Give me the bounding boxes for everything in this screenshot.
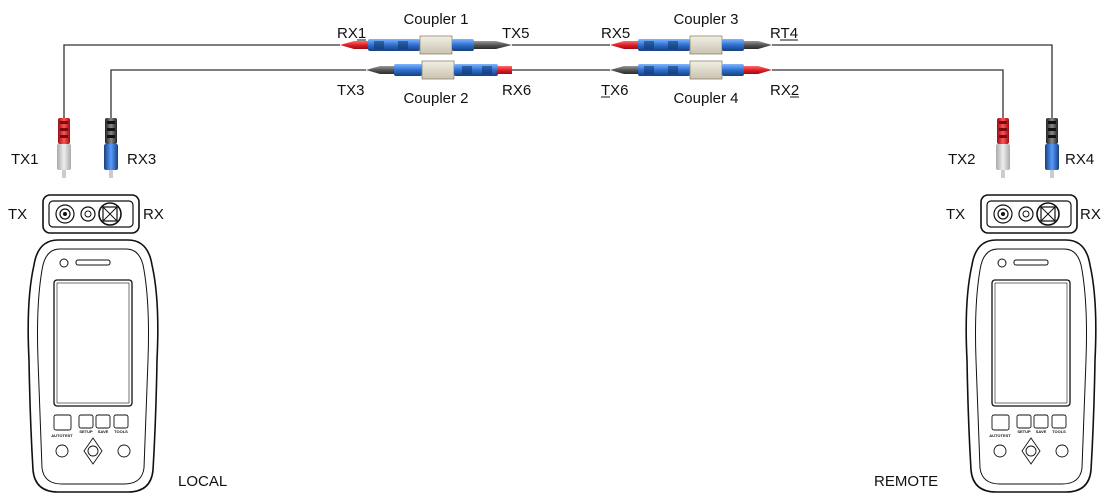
local-key-tools: TOOLS — [114, 429, 128, 434]
local-rx-label: RX — [143, 206, 164, 223]
remote-keypad — [991, 414, 1069, 465]
remote-power-led — [997, 258, 1007, 268]
port-label-rx3: RX3 — [127, 151, 156, 168]
remote-rx-label: RX — [1080, 206, 1101, 223]
local-port-module — [42, 194, 140, 234]
local-tester: TX RX AUTOTEST SETUP SAVE TOOLS — [8, 194, 164, 493]
remote-tx-label: TX — [946, 206, 965, 223]
port-label-tx6: TX6 — [601, 82, 629, 99]
coupler-2-label: Coupler 2 — [403, 90, 468, 107]
cable-local-rx3-to-tx3 — [110, 69, 366, 118]
coupler-assembly-2 — [366, 60, 512, 80]
cable-rx2-to-remote-tx2 — [772, 69, 1004, 118]
local-keypad — [53, 414, 131, 465]
port-label-rx2: RX2 — [770, 82, 799, 99]
local-tx-label: TX — [8, 206, 27, 223]
remote-port-module — [980, 194, 1078, 234]
port-label-tx5: TX5 — [502, 25, 530, 42]
local-power-led — [59, 258, 69, 268]
fiber-cables — [63, 44, 1053, 118]
port-label-rx1: RX1 — [337, 25, 366, 42]
coupler-assembly-1 — [340, 35, 512, 55]
remote-key-tools: TOOLS — [1052, 429, 1066, 434]
coupler-4-label: Coupler 4 — [673, 90, 738, 107]
coupler-3-body — [689, 35, 723, 55]
port-label-tx3: TX3 — [337, 82, 365, 99]
port-label-rt4: RT4 — [770, 25, 798, 42]
remote-tester: AUTOTEST SETUP SAVE TOOLS — [965, 194, 1097, 493]
local-tx1-connector — [57, 118, 71, 178]
coupler-2-body — [421, 60, 455, 80]
coupler-assembly-3 — [610, 35, 772, 55]
coupler-3-label: Coupler 3 — [673, 11, 738, 28]
remote-key-setup: SETUP — [1017, 429, 1031, 434]
remote-key-autotest: AUTOTEST — [989, 433, 1011, 438]
coupler-assembly-4 — [610, 60, 772, 80]
port-label-rx5: RX5 — [601, 25, 630, 42]
local-key-save: SAVE — [98, 429, 109, 434]
remote-label: REMOTE — [874, 473, 938, 490]
remote-key-save: SAVE — [1036, 429, 1047, 434]
coupler-1-body — [419, 35, 453, 55]
cable-local-tx1-to-rx1 — [63, 44, 340, 118]
cable-rt4-to-remote-rx4 — [772, 44, 1053, 118]
port-label-rx6: RX6 — [502, 82, 531, 99]
coupler-1-label: Coupler 1 — [403, 11, 468, 28]
local-key-autotest: AUTOTEST — [51, 433, 73, 438]
port-label-tx2: TX2 — [948, 151, 976, 168]
local-rx3-connector — [104, 118, 118, 178]
port-label-tx1: TX1 — [11, 151, 39, 168]
local-key-setup: SETUP — [79, 429, 93, 434]
remote-rx4-connector — [1045, 118, 1059, 178]
remote-tx2-connector — [996, 118, 1010, 178]
port-label-rx4: RX4 — [1065, 151, 1094, 168]
local-label: LOCAL — [178, 473, 227, 490]
coupler-4-body — [689, 60, 723, 80]
